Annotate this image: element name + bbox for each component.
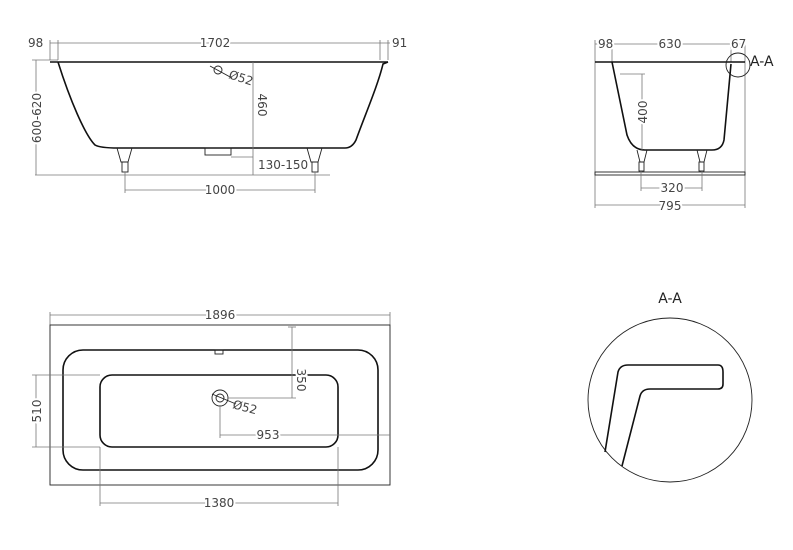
side-view: 98 1702 91 600-620 460 Ø52 130-150 1000 (28, 34, 407, 199)
top-dim-overflow-offset: 350 (294, 369, 308, 392)
side-dim-rim-left: 98 (28, 36, 43, 50)
detail-title: A-A (658, 291, 682, 307)
end-dim-feet: 320 (661, 181, 684, 195)
side-dim-leg: 130-150 (258, 158, 308, 172)
end-dim-width-inner: 630 (659, 37, 682, 51)
top-dim-basin-length: 1380 (204, 496, 235, 510)
side-dim-height: 600-620 (30, 93, 44, 143)
end-dim-rim-right: 67 (731, 37, 746, 51)
end-dim-width: 795 (659, 199, 682, 213)
top-dim-length: 1896 (205, 308, 236, 322)
detail-a-a: A-A (587, 291, 753, 483)
end-view: 98 630 67 A-A 400 320 795 (594, 35, 774, 215)
side-dim-depth: 460 (255, 94, 269, 117)
side-dim-length: 1702 (200, 36, 231, 50)
end-dim-depth: 400 (636, 101, 650, 124)
side-dim-rim-right: 91 (392, 36, 407, 50)
top-dim-overflow-x: 953 (257, 428, 280, 442)
side-dim-overflow: Ø52 (227, 68, 255, 89)
end-section-mark[interactable]: A-A (750, 54, 774, 70)
top-dim-overflow: Ø52 (231, 397, 258, 417)
top-view: 1896 510 350 Ø52 953 1380 (28, 306, 391, 512)
end-dim-rim-left: 98 (598, 37, 613, 51)
side-dim-feet: 1000 (205, 183, 236, 197)
top-dim-width: 510 (30, 400, 44, 423)
